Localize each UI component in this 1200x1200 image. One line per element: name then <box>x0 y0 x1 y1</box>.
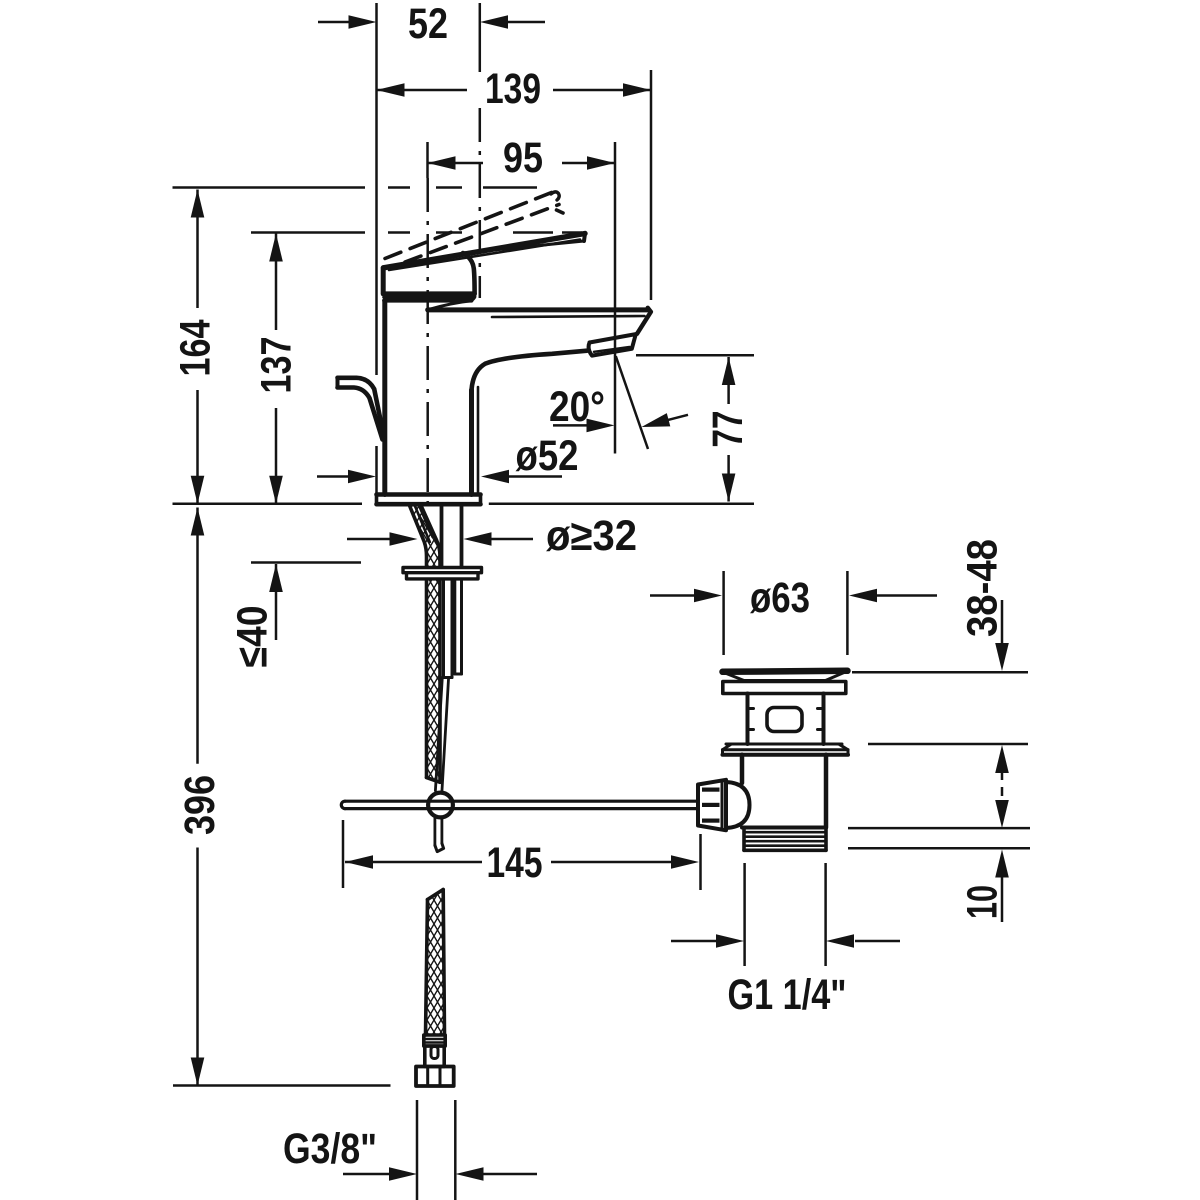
svg-text:10: 10 <box>959 885 1007 919</box>
svg-text:20°: 20° <box>549 383 605 431</box>
svg-text:396: 396 <box>176 775 224 835</box>
svg-text:139: 139 <box>485 65 541 113</box>
svg-text:95: 95 <box>503 134 543 182</box>
svg-text:38-48: 38-48 <box>959 539 1007 637</box>
svg-text:145: 145 <box>487 839 543 887</box>
svg-text:ø52: ø52 <box>516 432 579 480</box>
svg-text:ø63: ø63 <box>750 574 810 622</box>
svg-text:77: 77 <box>704 411 752 448</box>
svg-text:≤40: ≤40 <box>229 606 277 668</box>
svg-text:G1 1/4": G1 1/4" <box>728 971 847 1019</box>
svg-text:G3/8": G3/8" <box>283 1125 377 1173</box>
svg-text:ø≥32: ø≥32 <box>546 512 637 560</box>
svg-text:137: 137 <box>253 337 301 394</box>
svg-text:52: 52 <box>408 0 448 48</box>
svg-text:164: 164 <box>172 319 220 376</box>
